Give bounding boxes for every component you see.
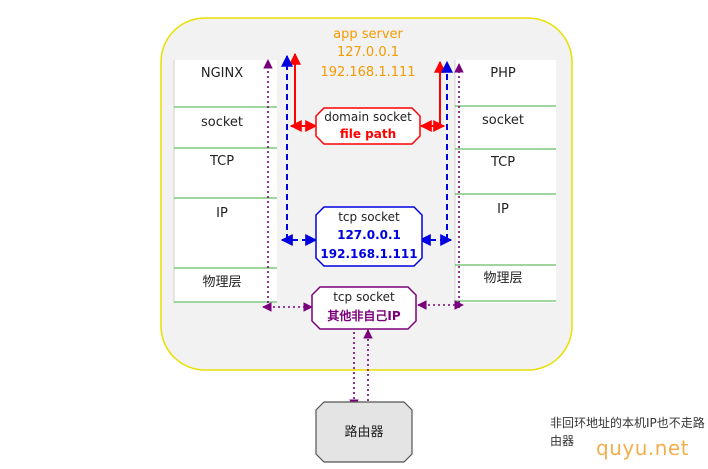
domain-socket-path: domain socket file path [289, 52, 446, 145]
left-protocol-stack: NGINX socket TCP IP 物理层 [173, 60, 277, 303]
domain-socket-title: domain socket [324, 110, 412, 124]
local-tcp-socket-box [315, 206, 423, 267]
right-layer-physical: 物理层 [483, 271, 522, 286]
watermark: quyu.net [596, 436, 690, 460]
server-ip-lan: 192.168.1.111 [320, 65, 415, 80]
left-layer-socket: socket [201, 115, 243, 130]
right-layer-app: PHP [490, 66, 516, 81]
router-node: 路由器 [315, 401, 413, 463]
remote-tcp-socket-path: tcp socket 其他非自己IP [262, 59, 464, 409]
remote-tcp-socket-subtitle: 其他非自己IP [327, 308, 400, 323]
local-tcp-socket-title: tcp socket [338, 210, 400, 224]
right-layer-socket: socket [482, 113, 524, 128]
remote-tcp-socket-title: tcp socket [333, 290, 395, 304]
local-tcp-socket-path: tcp socket 127.0.0.1 192.168.1.111 [280, 54, 453, 267]
left-layer-tcp: TCP [209, 154, 234, 169]
remote-tcp-socket-box [311, 286, 417, 330]
right-layer-tcp: TCP [490, 155, 515, 170]
local-tcp-socket-ip1: 127.0.0.1 [337, 228, 401, 242]
domain-socket-subtitle: file path [340, 127, 396, 141]
router-box [315, 401, 413, 463]
right-layer-ip: IP [497, 202, 509, 217]
routing-note: 非回环地址的本机IP也不走路由器 [550, 416, 705, 448]
server-title: app server [333, 27, 403, 42]
router-label: 路由器 [344, 424, 383, 440]
right-protocol-stack: PHP socket TCP IP 物理层 [454, 60, 556, 303]
left-layer-ip: IP [216, 206, 228, 221]
local-tcp-socket-ip2: 192.168.1.111 [320, 247, 417, 261]
right-stack-bg [455, 60, 556, 303]
domain-socket-box [315, 107, 421, 145]
left-stack-bg [174, 60, 277, 303]
left-layer-app: NGINX [201, 66, 243, 81]
left-layer-physical: 物理层 [202, 275, 241, 290]
server-ip-loopback: 127.0.0.1 [337, 45, 399, 60]
